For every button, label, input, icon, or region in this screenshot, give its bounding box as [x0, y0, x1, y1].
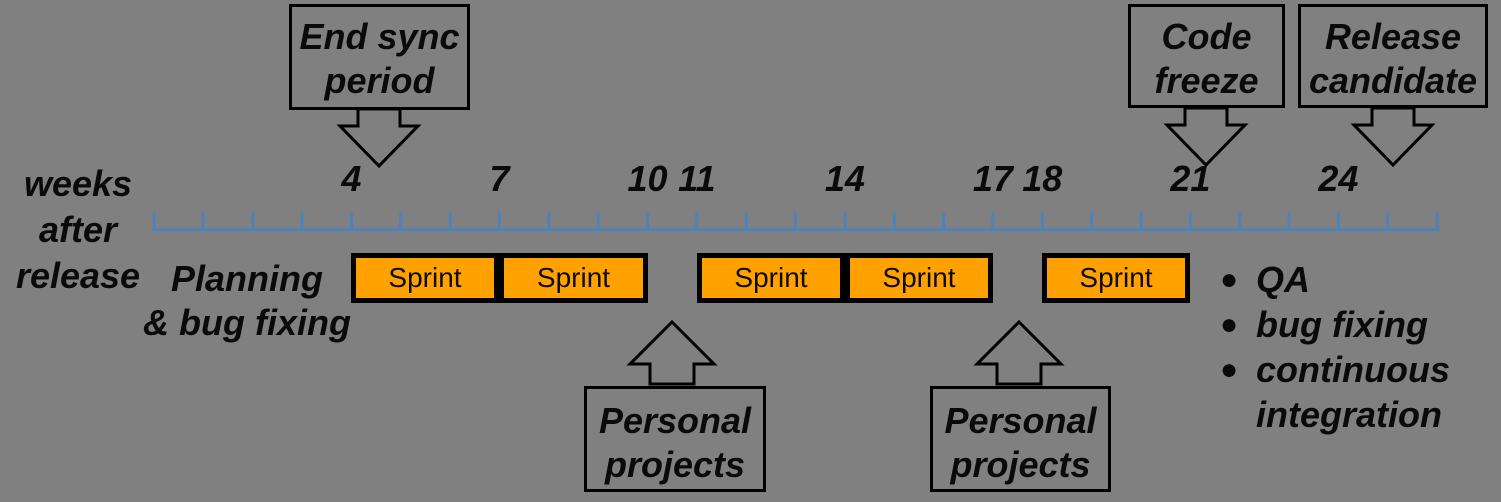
planning-label-line: Planning — [171, 258, 323, 299]
arrow-down-shape — [1163, 106, 1249, 168]
week-number-label: 21 — [1170, 158, 1211, 199]
arrow-up-shape — [973, 319, 1065, 386]
callout-text-line: candidate — [1308, 60, 1478, 101]
week-number-label: 17 — [972, 158, 1013, 199]
bullet-dot: ● — [1220, 353, 1239, 386]
sprint-box: Sprint — [845, 253, 993, 303]
callout-text-line: End sync — [299, 16, 460, 57]
sprint-box: Sprint — [351, 253, 499, 303]
timeline-ruler — [152, 212, 1439, 231]
bullet-text: QA — [1256, 259, 1310, 300]
personal-projects-line: projects — [604, 444, 746, 485]
sprint-label: Sprint — [388, 262, 462, 293]
personal-projects-line: Personal — [944, 400, 1097, 441]
week-number-label: 14 — [824, 158, 865, 199]
callout-release-candidate: Release candidate — [1298, 4, 1488, 108]
bullet-item: ● QA — [1220, 257, 1490, 302]
week-number-label: 7 — [489, 158, 510, 199]
sprint-label: Sprint — [536, 262, 611, 293]
sprint-label: Sprint — [1079, 262, 1153, 293]
week-number-label: 10 — [627, 158, 668, 199]
arrow-down-icon — [1350, 106, 1436, 168]
bullet-dot: ● — [1220, 263, 1239, 296]
callout-text-line: Release — [1324, 16, 1462, 57]
axis-title-line: after — [38, 209, 118, 250]
bullet-item: ● bug fixing — [1220, 302, 1490, 347]
personal-projects-box: Personal projects — [930, 386, 1111, 492]
personal-projects-line: projects — [950, 444, 1091, 485]
axis-title: weeks after release — [6, 161, 150, 299]
bullet-item: ● continuous integration — [1220, 347, 1490, 437]
callout-text-line: Code — [1161, 16, 1252, 57]
week-number-label: 24 — [1318, 158, 1359, 199]
week-number-label: 18 — [1022, 158, 1063, 199]
sprint-label: Sprint — [734, 262, 808, 293]
arrow-down-icon — [336, 107, 422, 169]
bullet-text: continuous integration — [1256, 349, 1450, 435]
callout-text-line: freeze — [1154, 60, 1259, 101]
callout-end-sync-period: End sync period — [289, 4, 470, 110]
sprint-box: Sprint — [1042, 253, 1190, 303]
week-number-label: 11 — [678, 158, 716, 199]
sprint-box: Sprint — [697, 253, 845, 303]
axis-title-line: release — [15, 255, 141, 296]
planning-label-line: & bug fixing — [143, 302, 351, 343]
arrow-up-icon — [973, 319, 1065, 386]
personal-projects-box: Personal projects — [584, 386, 766, 492]
arrow-down-shape — [336, 107, 422, 169]
planning-phase-label: Planning & bug fixing — [141, 257, 353, 345]
arrow-down-icon — [1163, 106, 1249, 168]
sprint-label: Sprint — [882, 262, 956, 293]
arrow-up-shape — [626, 319, 718, 386]
bullet-text: bug fixing — [1256, 304, 1428, 345]
arrow-down-shape — [1350, 106, 1436, 168]
end-phase-bullet-list: ● QA ● bug fixing ● continuous integrati… — [1220, 257, 1490, 437]
week-number-label: 4 — [341, 158, 362, 199]
sprint-box: Sprint — [499, 253, 648, 303]
personal-projects-line: Personal — [598, 400, 752, 441]
axis-title-line: weeks — [23, 163, 133, 204]
arrow-up-icon — [626, 319, 718, 386]
bullet-dot: ● — [1220, 308, 1239, 341]
callout-text-line: period — [324, 60, 435, 101]
callout-code-freeze: Code freeze — [1128, 4, 1285, 108]
